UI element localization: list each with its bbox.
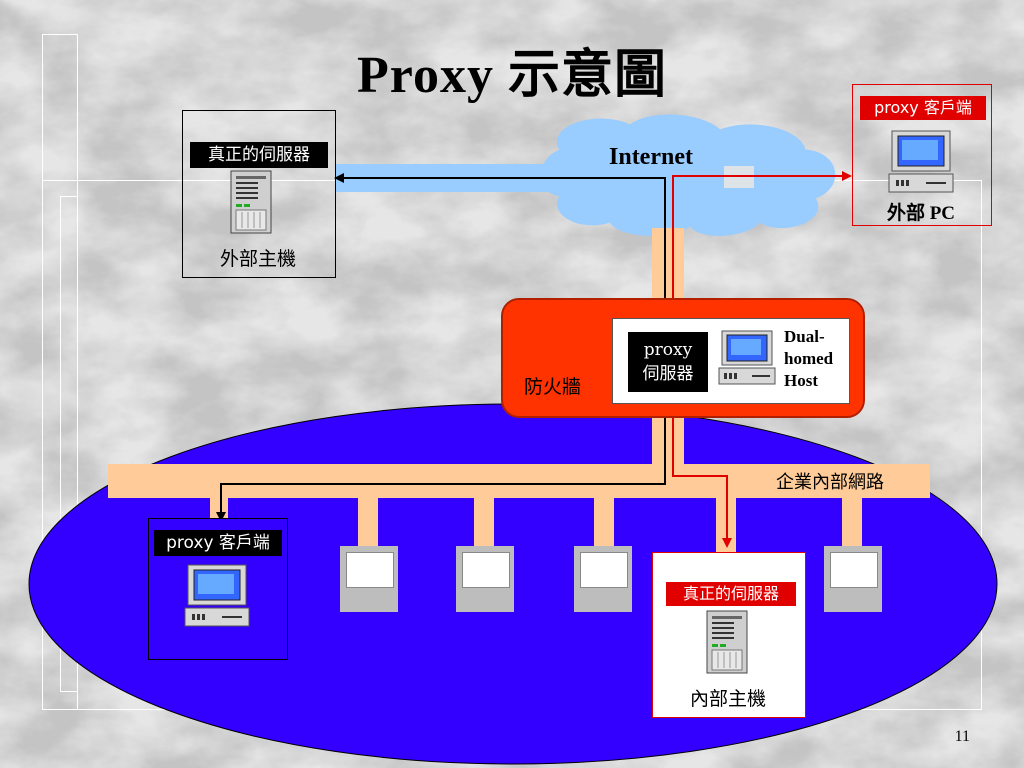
bus-drop-3 — [474, 498, 494, 546]
external-server-caption: 外部主機 — [219, 248, 296, 270]
lan-terminal — [574, 546, 632, 612]
red-arrowhead-down-server — [722, 538, 732, 548]
external-server-tag: 真正的伺服器 — [190, 142, 328, 168]
lan-terminal — [824, 546, 882, 612]
external-server-box — [182, 110, 336, 278]
proxy-server-tag-line2: 伺服器 — [642, 364, 694, 384]
black-arrowhead-left — [334, 173, 344, 183]
bus-drop-2 — [358, 498, 378, 546]
trunk-upper — [652, 228, 684, 300]
dual-homed-host-label: Dual- homed Host — [784, 326, 833, 392]
external-pc-box — [852, 84, 992, 226]
lan-terminal — [340, 546, 398, 612]
internal-server-caption: 內部主機 — [689, 688, 766, 710]
internet-label: Internet — [609, 144, 693, 170]
proxy-pc-icon — [718, 330, 776, 385]
red-arrowhead-right — [842, 171, 852, 181]
dual-line3: Host — [784, 371, 818, 390]
trunk-lower — [652, 414, 684, 466]
bus-drop-6 — [842, 498, 862, 546]
server-tower-icon — [230, 170, 272, 234]
black-connection-path — [220, 177, 666, 518]
proxy-server-tag: proxy 伺服器 — [628, 332, 708, 392]
decorative-frame-left-inner — [60, 196, 78, 692]
internal-server-tag: 真正的伺服器 — [666, 582, 796, 606]
red-connection-path — [672, 175, 848, 544]
internal-client-tag: proxy 客戶端 — [154, 530, 282, 556]
dual-line1: Dual- — [784, 327, 825, 346]
black-arrowhead-down-client — [216, 512, 226, 522]
bus-drop-4 — [594, 498, 614, 546]
external-pc-caption: 外部 PC — [886, 203, 956, 224]
lan-terminal — [456, 546, 514, 612]
lan-label: 企業內部網路 — [776, 472, 884, 493]
dual-line2: homed — [784, 349, 834, 368]
desktop-pc-icon — [888, 130, 954, 193]
lan-bus — [108, 464, 930, 498]
proxy-server-tag-line1: proxy — [643, 340, 693, 360]
page-title: Proxy 示意圖 — [357, 47, 667, 104]
desktop-pc-icon — [184, 564, 250, 627]
server-tower-icon — [706, 610, 748, 674]
external-pc-tag: proxy 客戶端 — [860, 96, 986, 120]
page-number: 11 — [954, 728, 970, 745]
firewall-label: 防火牆 — [524, 376, 582, 398]
